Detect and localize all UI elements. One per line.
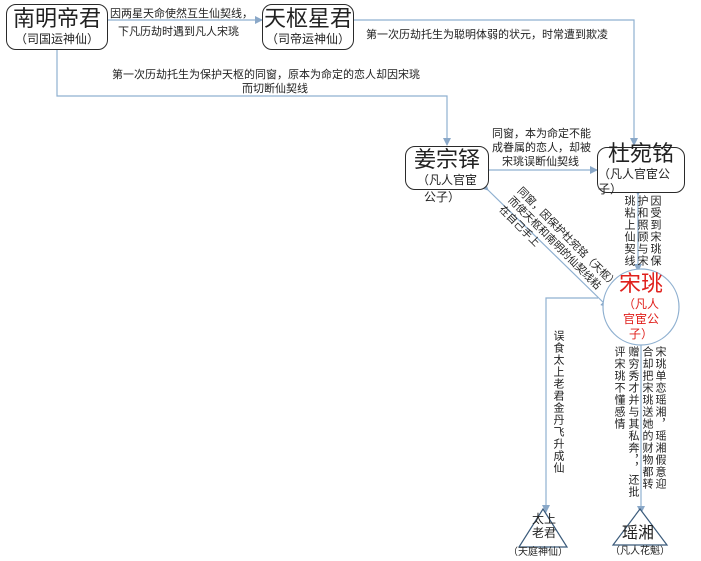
node-song-name: 宋珧 (618, 272, 663, 297)
edge-tianshu-du (352, 19, 638, 146)
node-du-sub: （凡人官宦公子） (598, 167, 671, 196)
node-du: 杜宛铭 （凡人官宦公子） (597, 143, 685, 196)
edge-jiang-song (480, 182, 609, 308)
edge-label-tianshu-du: 第一次历劫托生为聪明体弱的状元，时常遭到欺凌 (366, 28, 608, 41)
node-tianshu-sub: （司帝运神仙） (265, 31, 350, 46)
node-nanming-name: 南明帝君 (12, 6, 101, 32)
node-yaoxiang-name: 瑶湘 (622, 523, 655, 542)
edge-song-taishang (542, 297, 598, 513)
edge-label-du-song-2: 护和照顾与宋 (636, 195, 649, 267)
node-jiang: 姜宗铎 （凡人官宦 (405, 146, 489, 190)
edge-label-nanming-jiang-2: 而切断仙契线 (242, 82, 308, 95)
node-yaoxiang-sub: （凡人花魁） (610, 546, 670, 557)
node-song-sub: （凡人官宦公子） (622, 297, 659, 341)
taishang-triangle (517, 507, 569, 548)
edge-nanming-jiang (56, 50, 451, 146)
edge-label-jiang-du-2: 成眷属的恋人，却被 (492, 141, 591, 154)
node-jiang-name: 姜宗铎 (413, 147, 480, 173)
node-du-name: 杜宛铭 (607, 142, 674, 167)
edge-label-jiang-du-3: 宋珧误断仙契线 (502, 155, 579, 168)
edge-label-du-song-3: 珧粘上仙契线 (623, 195, 636, 267)
node-nanming-sub: （司国运神仙） (14, 31, 99, 46)
yaoxiang-triangle (611, 508, 669, 546)
song-circle (602, 268, 680, 346)
node-tianshu-name: 天枢星君 (263, 6, 352, 32)
edge-label-nanming-jiang-1: 第一次历劫托生为保护天枢的同窗，原本为命定的恋人却因宋珧 (112, 68, 420, 81)
edge-label-song-yaoxiang-4: 合却把宋珧送她的财物都转 (641, 346, 654, 490)
node-taishang-sub: （天庭神仙） (508, 547, 568, 558)
edge-label-song-yaoxiang-5: ，还批 (627, 462, 640, 498)
node-tianshu: 天枢星君 （司帝运神仙） (262, 4, 354, 50)
edge-label-nanming-tianshu-2: 下凡历劫时遇到凡人宋珧 (118, 25, 239, 38)
edge-label-jiang-du-1: 同窗，本为命定不能 (492, 127, 591, 140)
edge-label-song-yaoxiang-1: 赠穷秀才并与其私奔， (627, 346, 640, 466)
edge-label-nanming-tianshu-1: 因两星天命使然互生仙契线， (110, 7, 253, 20)
node-song: 宋珧 （凡人官宦公子） (603, 270, 679, 346)
node-jiang-sub1: （凡人官宦 (416, 172, 477, 187)
edge-label-song-yaoxiang-2: 评宋珧不懂感情 (613, 346, 626, 430)
edge-label-du-song-1: 因受到宋珧保 (649, 195, 662, 267)
edge-label-song-yaoxiang-3: 宋珧单恋瑶湘，瑶湘假意迎 (654, 346, 667, 490)
node-jiang-sub2: 公子） (424, 190, 461, 204)
node-nanming: 南明帝君 （司国运神仙） (6, 4, 108, 50)
node-taishang-name: 太上老君 (531, 512, 556, 540)
edge-label-song-taishang: 误食太上老君金丹飞升成仙 (552, 330, 565, 474)
